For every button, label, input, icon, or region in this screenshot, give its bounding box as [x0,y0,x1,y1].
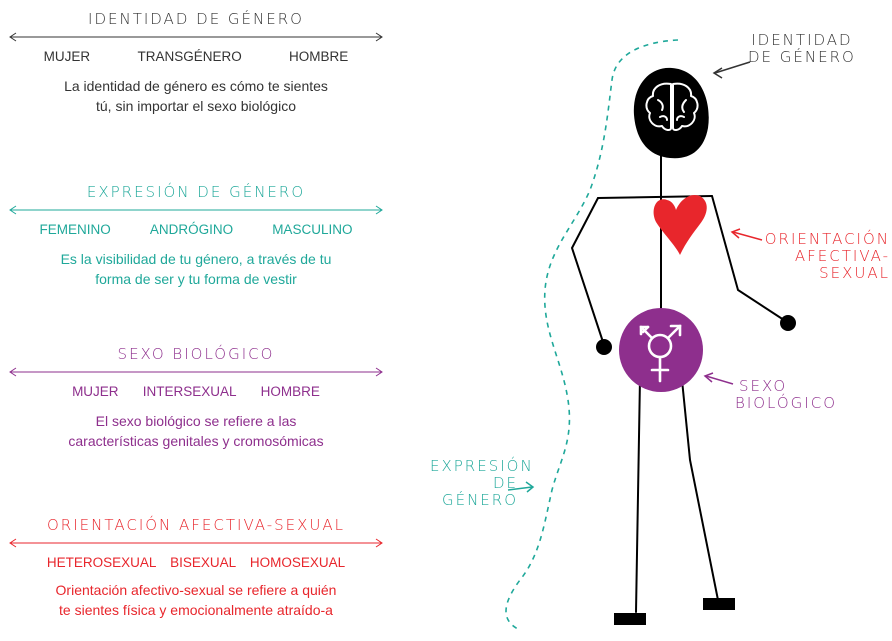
left-foot [614,613,646,625]
right-foot [703,598,735,610]
expression-figure-label: EXPRESIÓN DE GÉNERO [430,457,534,509]
expression-description: Es la visibilidad de tu género, a través… [60,251,332,287]
biological-spectrum-arrow [0,363,392,383]
orientation-term: BISEXUAL [170,555,237,570]
identity-term: MUJER [43,49,91,64]
identity-terms: MUJER TRANSGÉNERO HOMBRE [0,48,392,66]
biological-title: SEXO BIOLÓGICO [117,345,275,363]
orientation-term: HETEROSEXUAL [46,555,157,570]
identity-term: TRANSGÉNERO [137,49,242,64]
expression-terms: FEMENINO ANDRÓGINO MASCULINO [0,221,392,239]
identity-spectrum-arrow [0,28,392,48]
biological-term: HOMBRE [260,384,320,399]
left-arm [570,197,605,346]
right-hand [780,315,796,331]
section-biological: SEXO BIOLÓGICO MUJER INTERSEXUAL HOMBRE … [0,345,392,451]
transgender-symbol-icon [639,324,682,383]
orientation-title: ORIENTACIÓN AFECTIVA-SEXUAL [47,516,345,534]
orientation-spectrum-arrow [0,534,392,554]
orientation-description: Orientación afectivo-sexual se refiere a… [55,582,337,618]
orientation-figure-label: ORIENTACIÓN AFECTIVA-SEXUAL [764,230,890,282]
biological-term: MUJER [72,384,119,399]
left-leg [635,377,641,613]
section-orientation: ORIENTACIÓN AFECTIVA-SEXUAL HETEROSEXUAL… [0,516,392,620]
identity-title: IDENTIDAD DE GÉNERO [88,10,304,28]
right-leg [681,379,719,601]
biological-label-arrow [705,375,734,385]
expression-term: MASCULINO [272,222,353,237]
expression-term: FEMENINO [39,222,111,237]
right-arm [711,195,788,323]
expression-title: EXPRESIÓN DE GÉNERO [86,183,306,201]
identity-figure-label: IDENTIDAD DE GÉNERO [748,31,856,66]
brain-icon [645,82,699,132]
biological-terms: MUJER INTERSEXUAL HOMBRE [0,383,392,401]
expression-term: ANDRÓGINO [149,222,234,237]
identity-description: La identidad de género es cómo te siente… [64,78,328,114]
biological-description: El sexo biológico se refiere a las carac… [68,413,324,449]
expression-spectrum-arrow [0,201,392,221]
biological-term: INTERSEXUAL [142,384,237,399]
biological-figure-label: SEXO BIOLÓGICO [735,377,838,412]
heart-icon [653,194,707,255]
identity-term: HOMBRE [289,49,349,64]
orientation-label-arrow [732,231,763,241]
identity-label-arrow [714,61,751,74]
section-identity: IDENTIDAD DE GÉNERO MUJER TRANSGÉNERO HO… [0,10,392,116]
orientation-term: HOMOSEXUAL [249,555,346,570]
orientation-terms: HETEROSEXUAL BISEXUAL HOMOSEXUAL [0,554,392,572]
section-expression: EXPRESIÓN DE GÉNERO FEMENINO ANDRÓGINO M… [0,183,392,289]
expression-label-arrow [507,486,533,491]
left-hand [596,339,612,355]
